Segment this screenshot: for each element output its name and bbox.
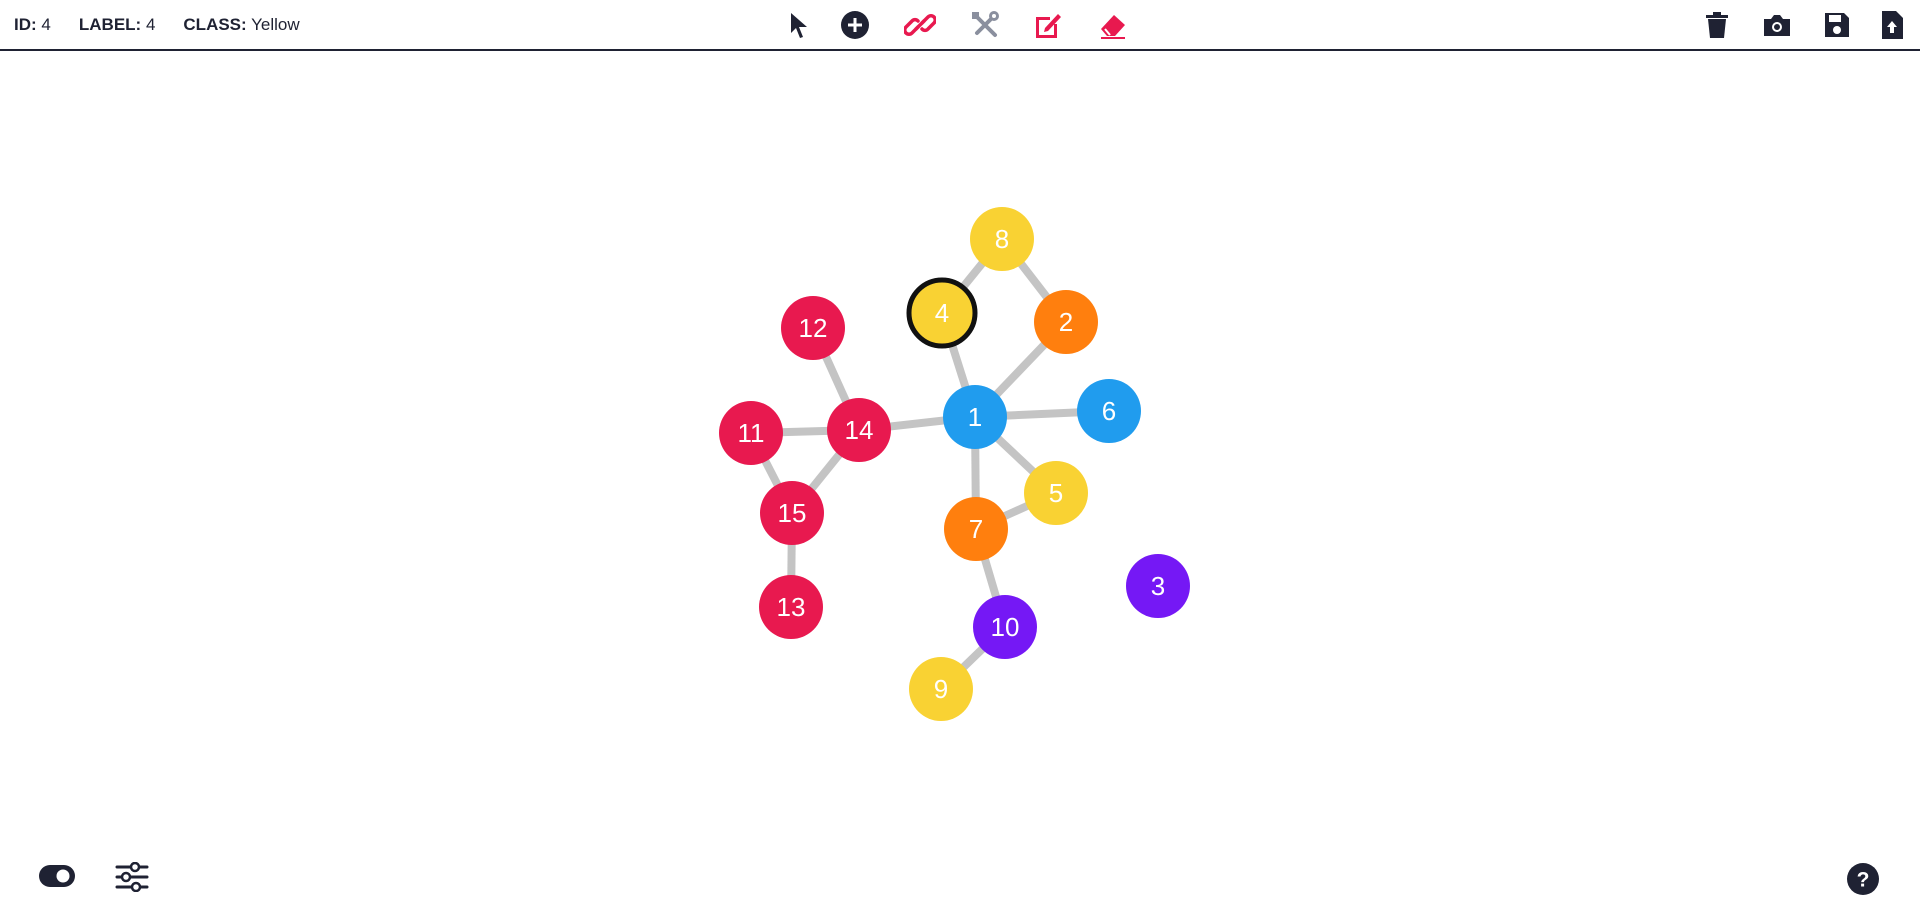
node-label: 4 — [935, 298, 949, 328]
node-label: 11 — [738, 418, 765, 448]
node-circle[interactable] — [970, 207, 1034, 271]
add-node-icon[interactable] — [837, 7, 873, 43]
graph-node-11[interactable]: 11 — [719, 401, 783, 465]
graph-node-4[interactable]: 4 — [906, 277, 978, 349]
save-disk-icon[interactable] — [1819, 7, 1855, 43]
node-circle[interactable] — [760, 481, 824, 545]
node-circle[interactable] — [759, 575, 823, 639]
node-circle[interactable] — [719, 401, 783, 465]
svg-text:?: ? — [1857, 869, 1870, 892]
node-circle[interactable] — [973, 595, 1037, 659]
tools-icon[interactable] — [967, 7, 1003, 43]
info-label: LABEL: 4 — [78, 15, 156, 34]
node-label: 5 — [1049, 478, 1063, 508]
graph-node-6[interactable]: 6 — [1077, 379, 1141, 443]
upload-file-icon[interactable] — [1874, 7, 1910, 43]
node-circle[interactable] — [827, 398, 891, 462]
node-circle[interactable] — [781, 296, 845, 360]
selection-info: ID: 4 LABEL: 4 CLASS: Yellow — [14, 15, 300, 35]
node-label: 10 — [991, 612, 1020, 642]
node-label: 8 — [995, 224, 1009, 254]
node-circle[interactable] — [1024, 461, 1088, 525]
node-label: 13 — [777, 592, 806, 622]
theme-toggle-icon[interactable] — [38, 864, 76, 893]
select-pointer-icon[interactable] — [780, 7, 816, 43]
graph-node-15[interactable]: 15 — [760, 481, 824, 545]
node-label: 14 — [845, 415, 874, 445]
graph-node-5[interactable]: 5 — [1024, 461, 1088, 525]
node-label: 2 — [1059, 307, 1073, 337]
node-label: 7 — [969, 514, 983, 544]
add-edge-link-icon[interactable] — [902, 7, 938, 43]
graph-node-14[interactable]: 14 — [827, 398, 891, 462]
node-circle[interactable] — [1034, 290, 1098, 354]
graph-node-3[interactable]: 3 — [1126, 554, 1190, 618]
graph-node-8[interactable]: 8 — [970, 207, 1034, 271]
graph-node-9[interactable]: 9 — [909, 657, 973, 721]
trash-icon[interactable] — [1699, 7, 1735, 43]
graph-node-7[interactable]: 7 — [944, 497, 1008, 561]
node-label: 9 — [934, 674, 948, 704]
node-label: 3 — [1151, 571, 1165, 601]
help-icon[interactable]: ? — [1846, 862, 1880, 901]
node-label: 1 — [968, 402, 982, 432]
node-circle[interactable] — [1077, 379, 1141, 443]
eraser-icon[interactable] — [1095, 7, 1131, 43]
edit-pencil-icon[interactable] — [1030, 7, 1066, 43]
top-toolbar: ID: 4 LABEL: 4 CLASS: Yellow — [0, 0, 1920, 51]
settings-sliders-icon[interactable] — [115, 861, 149, 897]
graph-node-1[interactable]: 1 — [943, 385, 1007, 449]
graph-node-13[interactable]: 13 — [759, 575, 823, 639]
node-circle[interactable] — [944, 497, 1008, 561]
info-id: ID: 4 — [14, 15, 51, 34]
node-label: 15 — [778, 498, 807, 528]
node-label: 12 — [799, 313, 828, 343]
graph-node-10[interactable]: 10 — [973, 595, 1037, 659]
node-circle[interactable] — [1126, 554, 1190, 618]
node-circle[interactable] — [943, 385, 1007, 449]
node-label: 6 — [1102, 396, 1116, 426]
graph-node-12[interactable]: 12 — [781, 296, 845, 360]
camera-icon[interactable] — [1759, 7, 1795, 43]
node-circle[interactable] — [906, 277, 978, 349]
graph-node-2[interactable]: 2 — [1034, 290, 1098, 354]
info-class: CLASS: Yellow — [183, 15, 300, 34]
node-circle[interactable] — [909, 657, 973, 721]
